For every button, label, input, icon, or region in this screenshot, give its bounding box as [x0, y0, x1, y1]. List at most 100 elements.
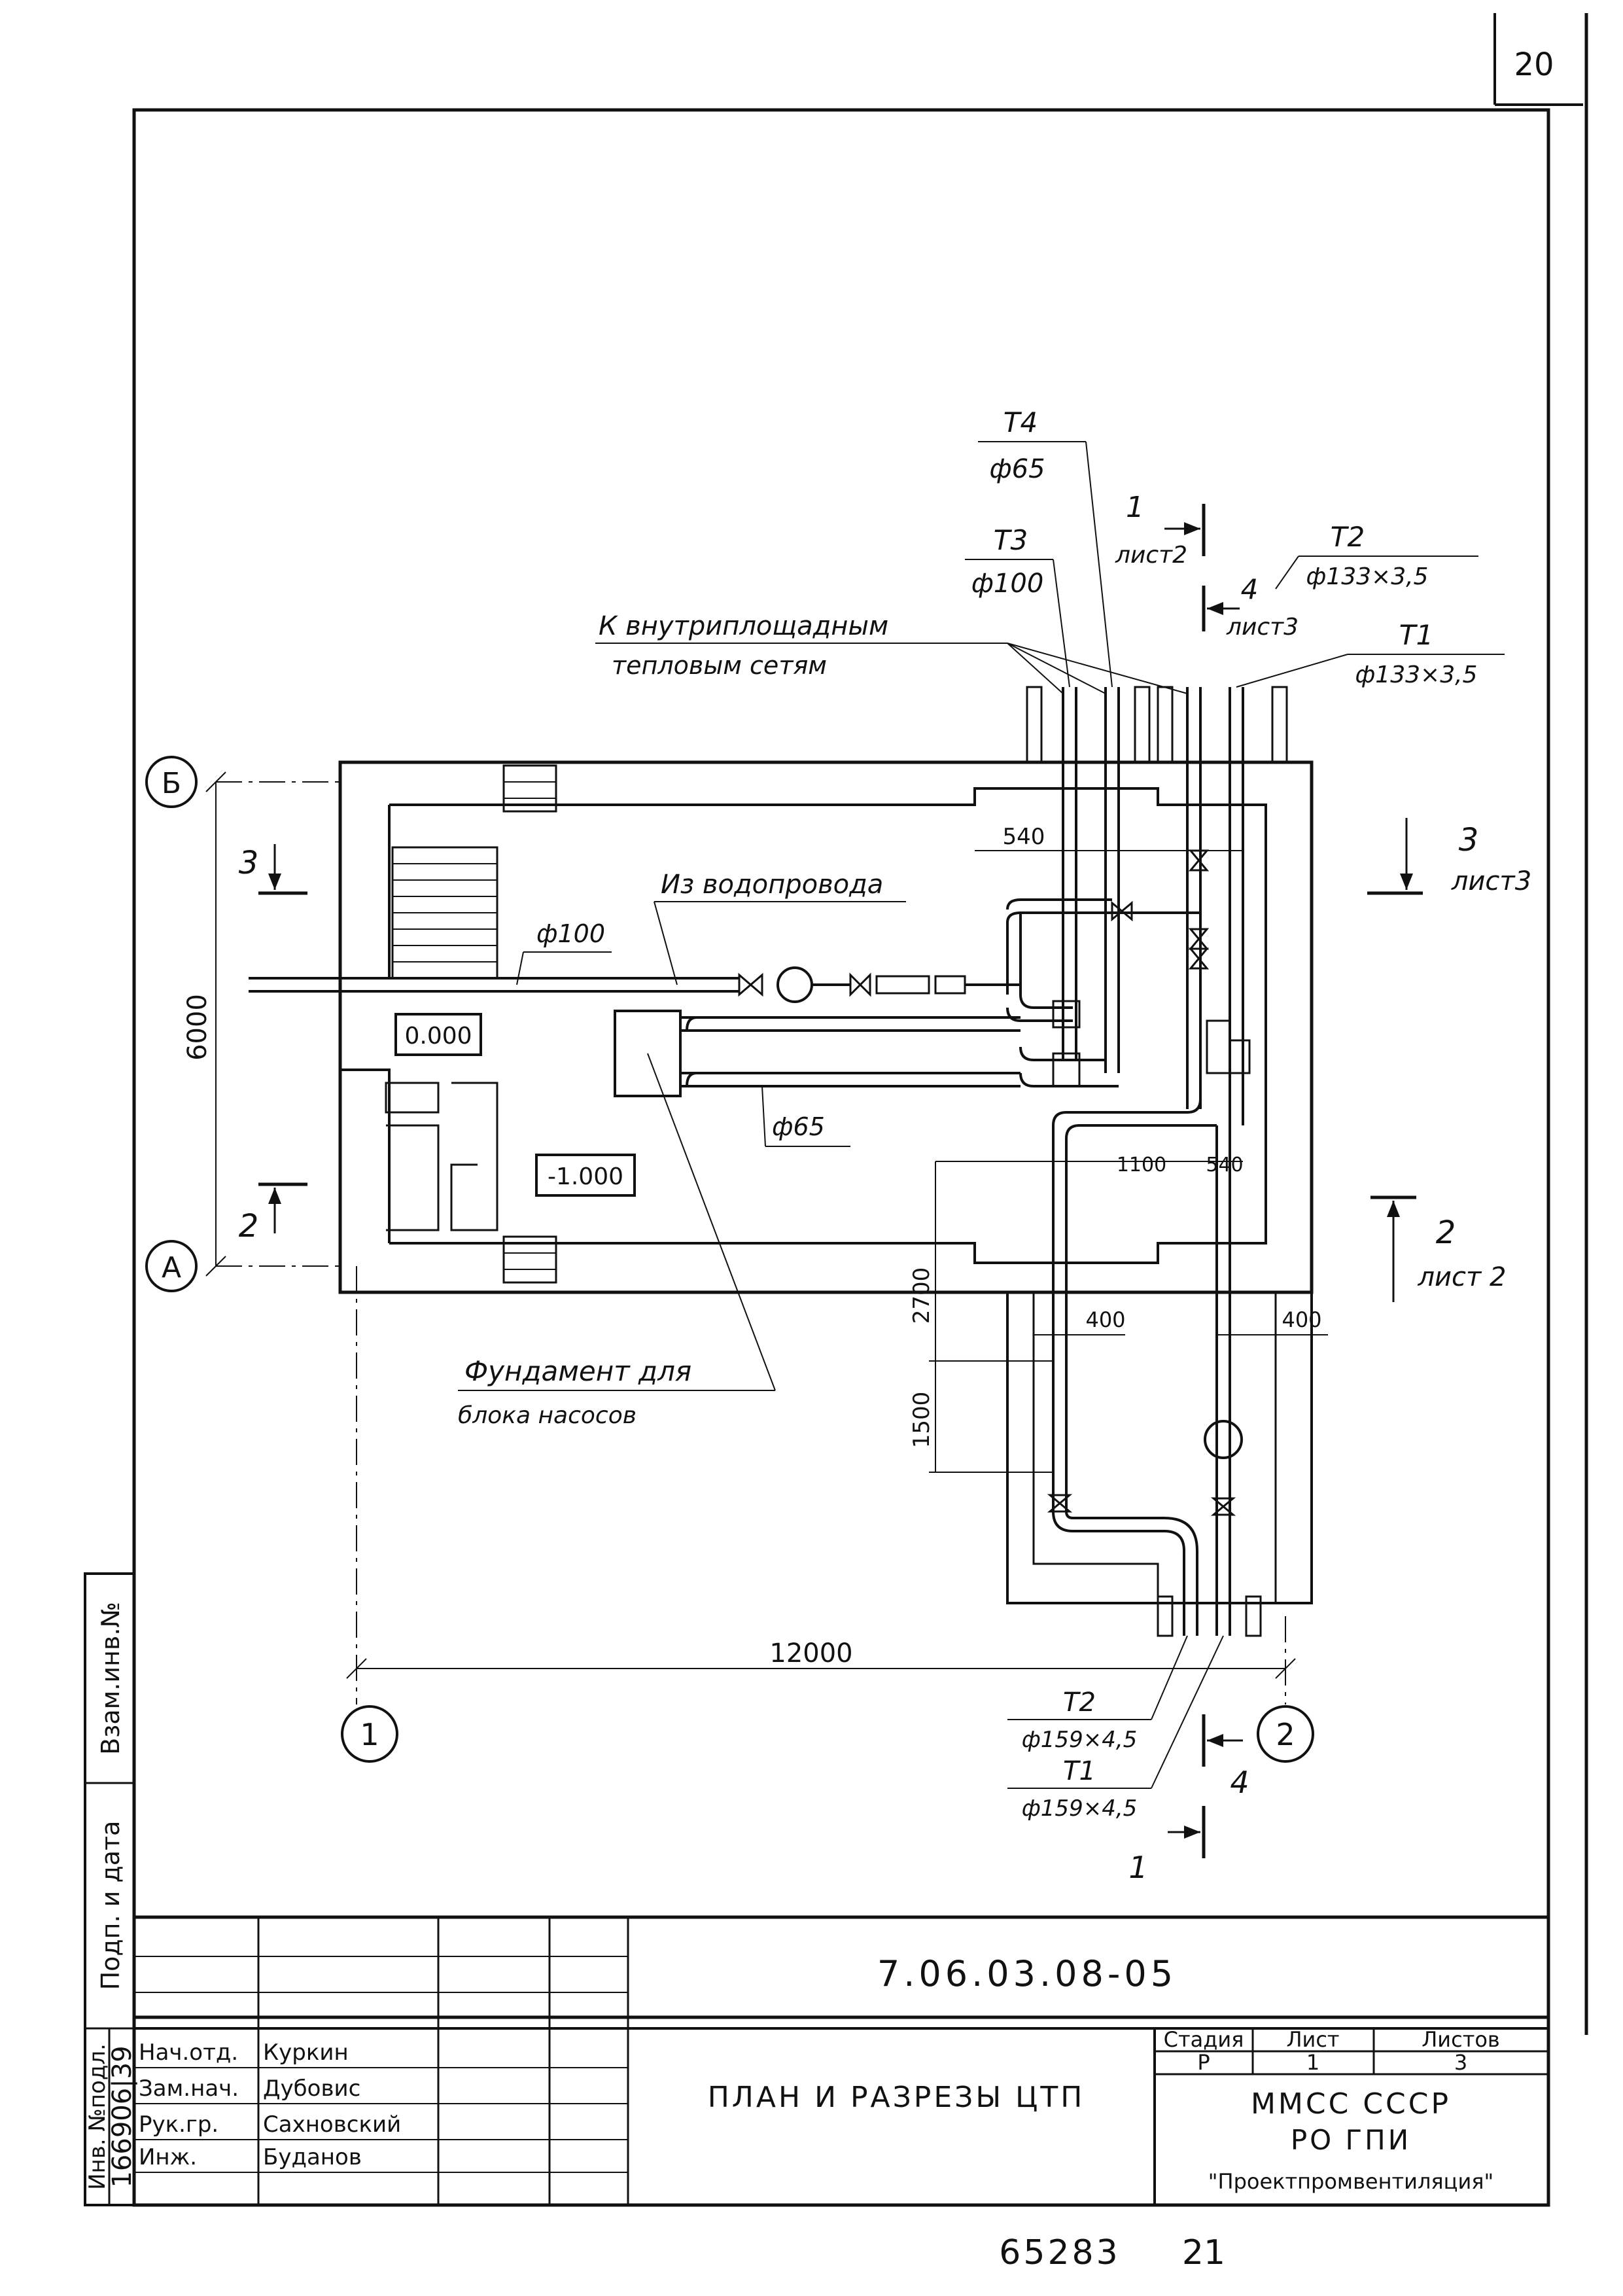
drawing-frame	[132, 108, 1550, 2019]
svg-text:ф100: ф100	[971, 569, 1044, 599]
svg-text:блока насосов: блока насосов	[458, 1402, 637, 1429]
svg-text:Т2: Т2	[1063, 1687, 1096, 1718]
circulation-pump	[1204, 1420, 1243, 1459]
svg-text:К внутриплощадным: К внутриплощадным	[599, 611, 888, 641]
elevation-zero: 0.000	[394, 1013, 482, 1056]
elevation-minus: -1.000	[535, 1154, 636, 1197]
svg-text:лист3: лист3	[1226, 614, 1299, 641]
svg-text:2: 2	[1276, 1717, 1295, 1752]
svg-text:-1.000: -1.000	[548, 1163, 623, 1190]
svg-text:ф65: ф65	[772, 1112, 825, 1141]
sheets-value: 3	[1454, 2050, 1467, 2075]
section-3-left: 3	[239, 844, 307, 895]
sleeves-top	[1026, 686, 1288, 764]
svg-text:2: 2	[239, 1208, 259, 1245]
label-t1-bottom: Т1 ф159×4,5	[1007, 1635, 1224, 1822]
svg-text:3: 3	[1459, 822, 1479, 858]
org-line-1: ММСС СССР	[1251, 2087, 1451, 2121]
lower-annex	[1006, 1292, 1313, 1604]
sheet-value: 1	[1306, 2050, 1319, 2075]
axis-2-marker: 2	[1257, 1705, 1314, 1763]
org-line-3: "Проектпромвентиляция"	[1208, 2169, 1493, 2194]
stair	[391, 846, 498, 980]
plan-drawing: Б А 1 2 6000 12000 540 1100 540	[145, 406, 1531, 1885]
svg-text:Зам.нач.: Зам.нач.	[139, 2075, 239, 2102]
section-3-right: 3 лист3	[1367, 818, 1531, 896]
signature-row-2: Зам.нач. Дубовис	[139, 2075, 360, 2102]
svg-text:Рук.гр.: Рук.гр.	[139, 2111, 218, 2138]
svg-text:4: 4	[1241, 573, 1259, 605]
svg-text:Буданов: Буданов	[263, 2144, 362, 2170]
svg-text:Т2: Т2	[1331, 521, 1365, 553]
svg-text:Нач.отд.: Нач.отд.	[139, 2040, 238, 2066]
stage-value: Р	[1197, 2050, 1210, 2075]
title-block: 7.06.03.08-05 Нач.отд. Куркин Зам.нач. Д…	[132, 1915, 1550, 2207]
axis-a-marker: А	[145, 1240, 198, 1292]
svg-text:0.000: 0.000	[404, 1023, 472, 1050]
svg-text:Т3: Т3	[994, 524, 1028, 556]
pump-foundation	[614, 1010, 682, 1097]
svg-text:540: 540	[1206, 1154, 1243, 1176]
svg-text:4: 4	[1230, 1765, 1249, 1800]
building-outline	[338, 760, 1314, 1294]
svg-text:Стадия: Стадия	[1164, 2027, 1244, 2052]
label-t2-bottom: Т2 ф159×4,5	[1007, 1635, 1188, 1753]
svg-text:Лист: Лист	[1286, 2027, 1339, 2052]
svg-text:Куркин: Куркин	[263, 2040, 349, 2066]
page-number-box: 20	[1493, 13, 1588, 2035]
svg-text:ф100: ф100	[536, 919, 605, 948]
label-t4: Т4 ф65	[978, 406, 1113, 688]
signature-row-1: Нач.отд. Куркин	[139, 2040, 349, 2066]
section-2-left: 2	[239, 1182, 307, 1245]
svg-text:400: 400	[1085, 1307, 1125, 1332]
label-heat-network: К внутриплощадным тепловым сетям	[595, 611, 1188, 694]
svg-text:3: 3	[239, 845, 259, 881]
svg-text:А: А	[162, 1251, 181, 1284]
org-line-2: РО ГПИ	[1291, 2124, 1411, 2156]
label-pump-dia: ф65	[761, 1086, 850, 1147]
svg-text:Т1: Т1	[1063, 1756, 1096, 1786]
side-stamp: Взам.инв.№ Подп. и дата Инв. №подл. 1669…	[84, 1572, 137, 2206]
svg-text:1100: 1100	[1117, 1154, 1166, 1176]
svg-text:1500: 1500	[909, 1392, 935, 1449]
svg-text:1: 1	[1126, 491, 1144, 524]
svg-text:лист 2: лист 2	[1417, 1262, 1506, 1292]
svg-text:ф133×3,5: ф133×3,5	[1355, 662, 1478, 688]
svg-text:Сахновский: Сахновский	[263, 2111, 401, 2138]
svg-text:Из водопровода: Из водопровода	[661, 870, 883, 900]
water-valve	[738, 972, 763, 997]
water-meter	[777, 966, 813, 1003]
svg-text:ф159×4,5: ф159×4,5	[1022, 1795, 1138, 1822]
svg-text:Т4: Т4	[1003, 406, 1038, 438]
svg-text:540: 540	[1003, 824, 1045, 850]
axis-b-marker: Б	[145, 756, 198, 808]
svg-text:Дубовис: Дубовис	[263, 2075, 360, 2102]
signature-row-4: Инж. Буданов	[139, 2144, 362, 2170]
label-t3: Т3 ф100	[965, 524, 1070, 688]
section-4-top: 4 лист3	[1202, 573, 1299, 641]
svg-text:1: 1	[1128, 1850, 1147, 1885]
svg-text:Листов: Листов	[1422, 2027, 1500, 2052]
label-foundation: Фундамент для блока насосов	[458, 1053, 776, 1429]
section-2-right: 2 лист 2	[1370, 1195, 1507, 1302]
svg-text:Фундамент для: Фундамент для	[464, 1355, 691, 1387]
inv-podl-value: 166906|39	[107, 2045, 137, 2187]
label-t2-top: Т2 ф133×3,5	[1275, 521, 1478, 590]
svg-text:ф133×3,5: ф133×3,5	[1306, 563, 1429, 590]
archive-number: 65283	[999, 2233, 1120, 2272]
svg-text:ф65: ф65	[989, 454, 1045, 484]
svg-text:2: 2	[1436, 1214, 1456, 1251]
page-number: 20	[1514, 46, 1554, 83]
section-1-top: 1 лист2	[1115, 491, 1206, 569]
svg-text:Т1: Т1	[1399, 619, 1433, 651]
building-inner-wall	[389, 787, 1267, 1264]
label-water-supply: Из водопровода ф100	[516, 870, 906, 985]
svg-text:ф159×4,5: ф159×4,5	[1022, 1727, 1138, 1753]
svg-text:Б: Б	[162, 767, 181, 800]
svg-text:Инж.: Инж.	[139, 2144, 197, 2170]
dim-12000: 12000	[769, 1638, 852, 1669]
svg-text:тепловым сетям: тепловым сетям	[612, 651, 827, 680]
section-4-bottom: 4	[1202, 1714, 1249, 1800]
footer-page: 21	[1182, 2233, 1225, 2272]
dim-6000: 6000	[183, 994, 213, 1061]
